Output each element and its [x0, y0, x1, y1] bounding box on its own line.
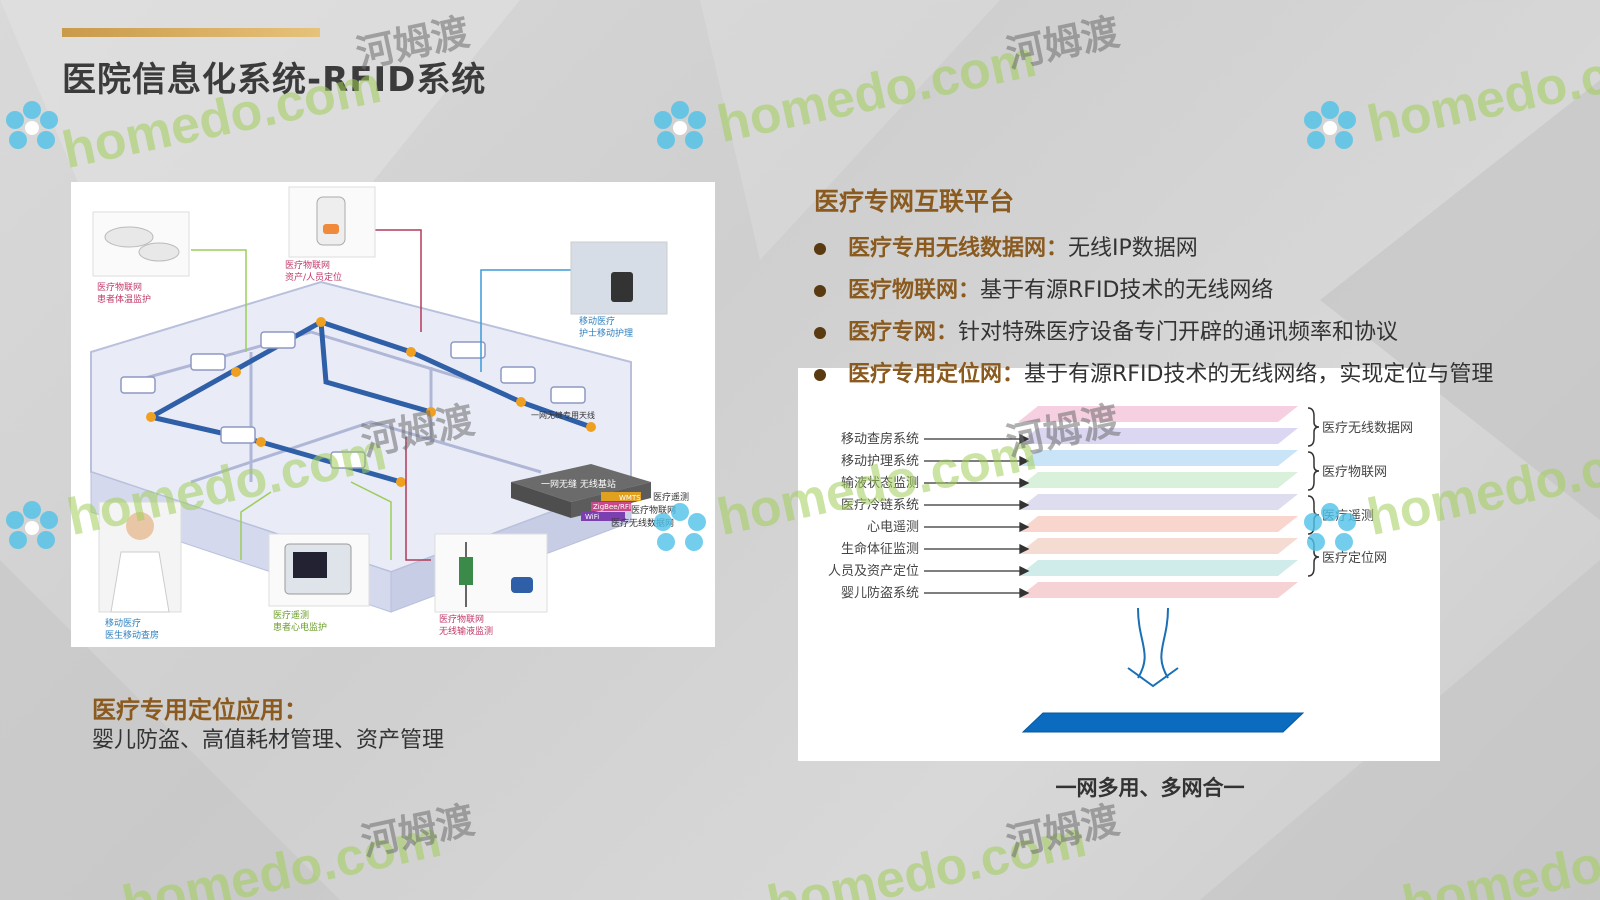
- system-label-4: 心电遥测: [867, 520, 919, 535]
- system-label-1: 移动护理系统: [841, 454, 919, 469]
- callout-nurse-line2: 护士移动护理: [579, 327, 633, 339]
- box-net-telemetry: 医疗遥测: [653, 491, 689, 503]
- bullet-icon: [814, 369, 826, 381]
- watermark-flower-icon: [654, 503, 706, 551]
- network-label-1: 医疗物联网: [1322, 465, 1387, 480]
- list-item: 医疗专网：针对特殊医疗设备专门开辟的通讯频率和协议: [814, 312, 1493, 354]
- system-label-2: 输液状态监测: [841, 475, 919, 491]
- callout-asset-line2: 资产/人员定位: [285, 271, 342, 283]
- box-tag-wmts: WMTS: [619, 494, 641, 502]
- layered-network-diagram: 移动查房系统 移动护理系统 输液状态监测 医疗冷链系统 心电遥测 生命体征监测 …: [798, 368, 1440, 761]
- callout-nurse-line1: 移动医疗: [579, 315, 615, 327]
- watermark-flower-icon: [1304, 101, 1356, 149]
- callout-temp-line1: 医疗物联网: [97, 281, 142, 293]
- box-tag-wifi: WiFi: [585, 513, 599, 521]
- corridor-label: 一网无缝专用天线: [531, 410, 595, 420]
- callout-infusion-line1: 医疗物联网: [439, 613, 484, 625]
- list-item: 医疗专用无线数据网：无线IP数据网: [814, 228, 1493, 270]
- item-desc: 基于有源RFID技术的无线网络，实现定位与管理: [1024, 362, 1494, 387]
- system-label-5: 生命体征监测: [841, 541, 919, 557]
- page-title: 医院信息化系统-RFID系统: [62, 60, 487, 100]
- callout-doctor-line1: 移动医疗: [105, 617, 141, 629]
- base-station-label: 一网无缝 无线基站: [541, 478, 616, 490]
- network-label-3: 医疗定位网: [1322, 551, 1387, 566]
- callout-temp-line2: 患者体温监护: [97, 293, 151, 305]
- item-term: 医疗专用定位网：: [848, 362, 1025, 387]
- item-term: 医疗物联网：: [848, 278, 981, 303]
- item-desc: 基于有源RFID技术的无线网络: [980, 278, 1274, 303]
- hospital-illustration: 一网无缝 无线基站 WMTS ZigBee/RFID WiFi 医疗遥测 医疗物…: [90, 186, 689, 641]
- callout-asset-line1: 医疗物联网: [285, 259, 330, 271]
- bullet-icon: [814, 243, 826, 255]
- item-desc: 无线IP数据网: [1068, 236, 1198, 261]
- platform-heading: 医疗专网互联平台: [814, 187, 1015, 216]
- item-term: 医疗专网：: [848, 320, 959, 345]
- callout-doctor-line2: 医生移动查房: [105, 629, 159, 641]
- callout-infusion-line2: 无线输液监测: [439, 625, 493, 637]
- system-label-7: 婴儿防盗系统: [841, 585, 919, 601]
- application-text: 婴儿防盗、高值耗材管理、资产管理: [92, 728, 445, 753]
- callout-ecg-line2: 患者心电监护: [273, 621, 327, 633]
- list-item: 医疗物联网：基于有源RFID技术的无线网络: [814, 270, 1493, 312]
- watermark-flower-icon: [654, 101, 706, 149]
- title-accent-bar: [62, 28, 320, 37]
- layer-stack-illustration: 移动查房系统 移动护理系统 输液状态监测 医疗冷链系统 心电遥测 生命体征监测 …: [828, 406, 1413, 733]
- list-item: 医疗专用定位网：基于有源RFID技术的无线网络，实现定位与管理: [814, 354, 1493, 396]
- watermark-flower-icon: [1304, 503, 1356, 551]
- application-heading: 医疗专用定位应用：: [92, 696, 308, 724]
- platform-list: 医疗专用无线数据网：无线IP数据网 医疗物联网：基于有源RFID技术的无线网络 …: [814, 228, 1493, 396]
- system-label-6: 人员及资产定位: [828, 564, 919, 579]
- bullet-icon: [814, 285, 826, 297]
- hospital-network-diagram: 一网无缝 无线基站 WMTS ZigBee/RFID WiFi 医疗遥测 医疗物…: [71, 182, 715, 647]
- system-label-0: 移动查房系统: [841, 431, 919, 447]
- watermark-flower-icon: [6, 501, 58, 549]
- bullet-icon: [814, 327, 826, 339]
- network-label-0: 医疗无线数据网: [1322, 421, 1413, 436]
- system-label-3: 医疗冷链系统: [841, 498, 919, 513]
- watermark-flower-icon: [6, 101, 58, 149]
- callout-ecg-line1: 医疗遥测: [273, 609, 309, 621]
- box-tag-zigbee: ZigBee/RFID: [593, 503, 636, 511]
- item-term: 医疗专用无线数据网：: [848, 236, 1069, 261]
- item-desc: 针对特殊医疗设备专门开辟的通讯频率和协议: [958, 320, 1399, 345]
- box-net-iot: 医疗物联网: [631, 504, 676, 516]
- diagram-caption: 一网多用、多网合一: [1055, 776, 1245, 800]
